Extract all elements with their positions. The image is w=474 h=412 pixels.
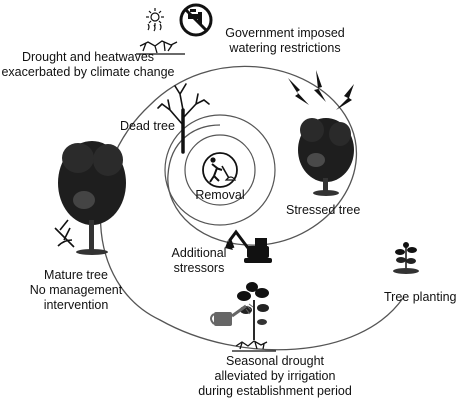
dry-soil-planting-icon bbox=[232, 340, 276, 352]
removal-label: Removal bbox=[195, 188, 245, 202]
lightning-icon bbox=[288, 70, 354, 110]
young-tree-icon bbox=[237, 282, 269, 340]
irrigation-line-2: alleviated by irrigation bbox=[214, 369, 336, 383]
additional-stressors-label: Additional stressors bbox=[160, 246, 238, 276]
removal-outer-ring bbox=[164, 114, 276, 226]
stressed-tree-label: Stressed tree bbox=[286, 203, 361, 217]
excavator-icon bbox=[225, 229, 272, 263]
mature-tree-line-1: Mature tree bbox=[44, 268, 108, 282]
dead-tree-label: Dead tree bbox=[120, 119, 175, 133]
drought-label: Drought and heatwaves exacerbated by cli… bbox=[0, 50, 176, 80]
sun-icon bbox=[146, 8, 164, 32]
drought-line-1: Drought and heatwaves bbox=[21, 50, 155, 64]
irrigation-line-3: during establishment period bbox=[198, 384, 352, 398]
irrigation-label: Seasonal drought alleviated by irrigatio… bbox=[180, 354, 370, 399]
dead-tree-icon bbox=[157, 83, 210, 154]
mature-tree-line-2: No management bbox=[29, 283, 123, 297]
mature-tree-label: Mature tree No management intervention bbox=[16, 268, 136, 313]
additional-stressors-line-1: Additional bbox=[171, 246, 227, 260]
stressed-tree-icon bbox=[298, 118, 354, 196]
worker-digging-icon bbox=[202, 152, 238, 188]
restrictions-line-1: Government imposed bbox=[225, 26, 345, 40]
lifecycle-spiral bbox=[99, 65, 404, 351]
mature-tree-icon bbox=[58, 141, 126, 255]
seedling-icon bbox=[393, 242, 419, 274]
drought-line-2: exacerbated by climate change bbox=[1, 65, 175, 79]
restrictions-label: Government imposed watering restrictions bbox=[210, 26, 360, 56]
restrictions-line-2: watering restrictions bbox=[229, 41, 341, 55]
mature-tree-line-3: intervention bbox=[43, 298, 109, 312]
no-watering-icon bbox=[179, 3, 213, 37]
additional-stressors-line-2: stressors bbox=[173, 261, 225, 275]
tree-planting-label: Tree planting bbox=[384, 290, 457, 304]
removal-inner-ring bbox=[184, 134, 256, 206]
irrigation-line-1: Seasonal drought bbox=[226, 354, 324, 368]
no-management-icon bbox=[54, 219, 75, 248]
dry-soil-icon bbox=[136, 40, 185, 55]
watering-can-icon bbox=[210, 303, 254, 326]
